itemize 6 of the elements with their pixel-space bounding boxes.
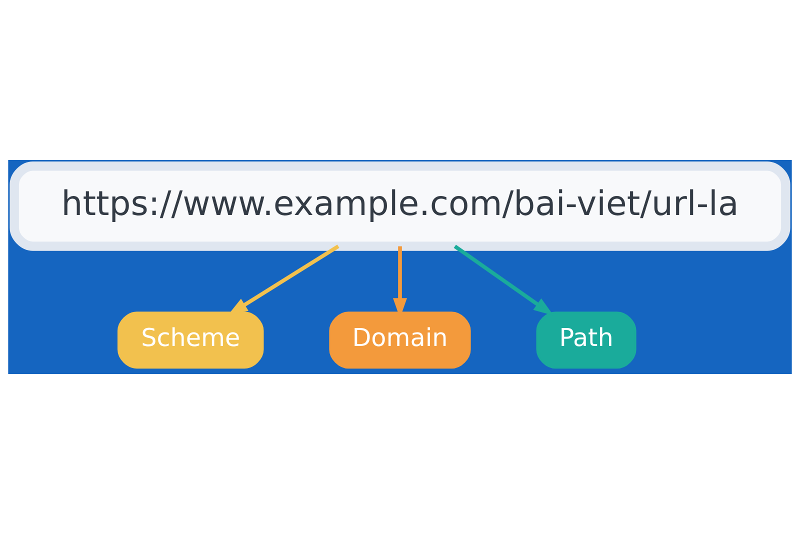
arrow: [228, 244, 340, 315]
node-box: https://www.example.com/bai-viet/url-la: [10, 161, 790, 250]
node-box: Path: [536, 311, 636, 368]
node-box: Domain: [329, 311, 471, 368]
arrow: [454, 244, 554, 316]
node-box: Scheme: [118, 311, 264, 368]
